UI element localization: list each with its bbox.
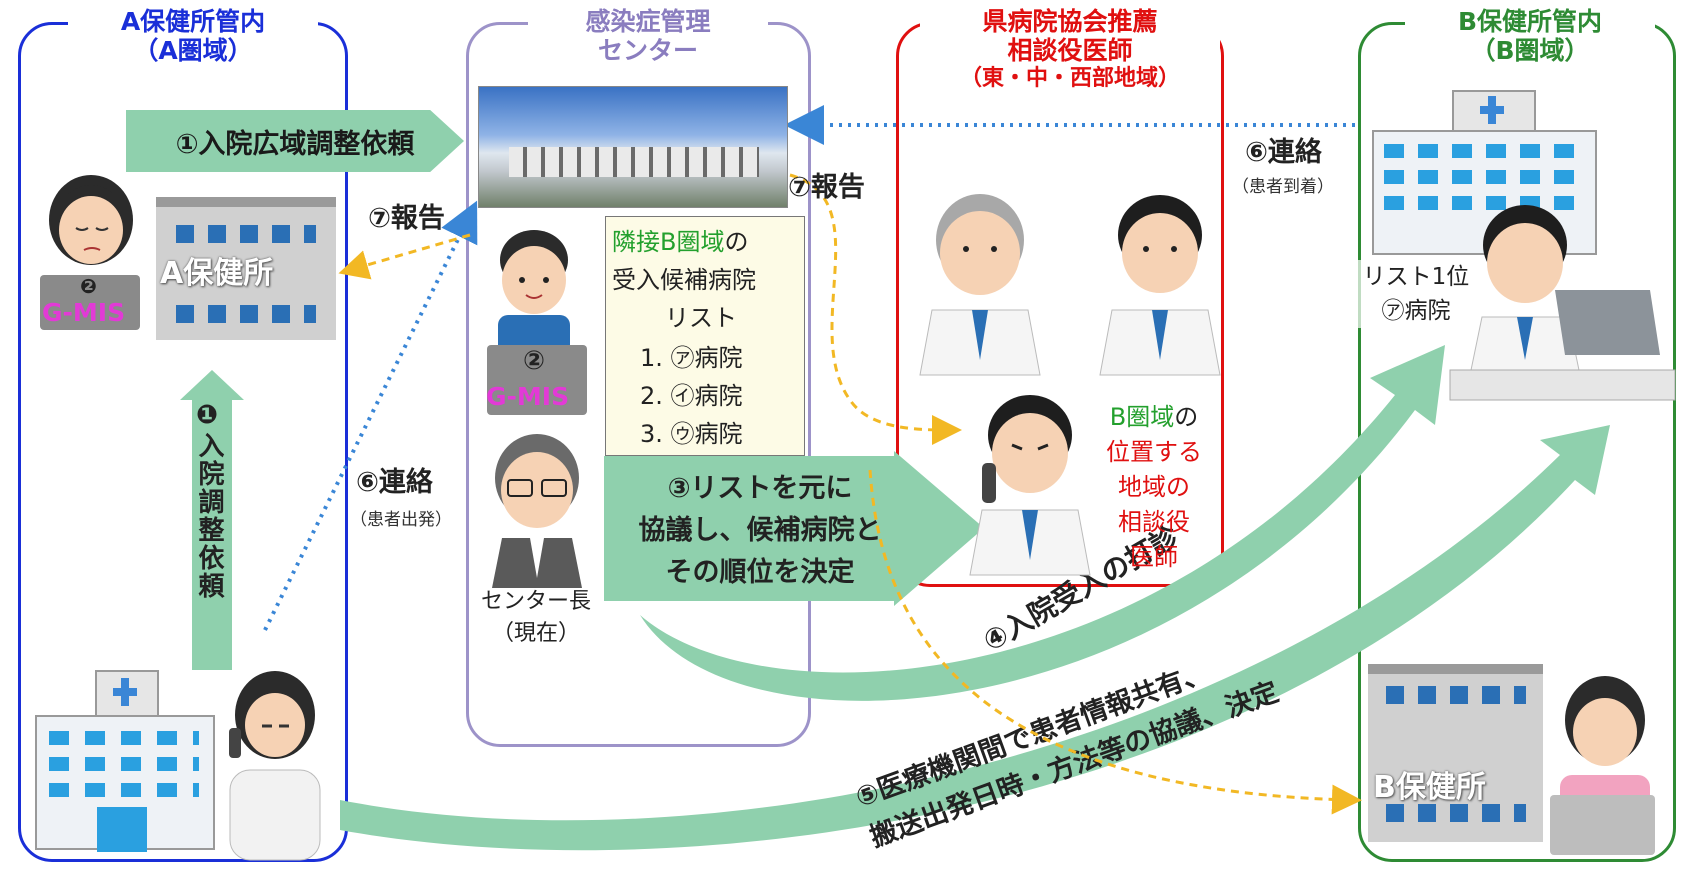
panel-hospital-assoc-doctors	[896, 22, 1224, 587]
step7-bottom-line	[868, 469, 1362, 815]
step1-label: ①入院広域調整依頼	[126, 110, 464, 172]
panel-a-title: A保健所管内（A圏域）	[68, 7, 318, 66]
step7-mid-label: ⑦報告	[788, 172, 865, 203]
a-health-center-building	[156, 197, 336, 340]
step1b-label: 入院調整依頼	[194, 432, 224, 600]
candidate-list-item: 2. ㋑病院	[640, 382, 743, 410]
gmis-laptop-center	[487, 345, 587, 415]
a-health-center-label: A保健所	[160, 256, 274, 291]
b-health-center-label: B保健所	[1373, 770, 1486, 805]
candidate-list-header: 隣接B圏域の	[612, 228, 749, 256]
a-hospital-building	[35, 670, 215, 852]
b-doctor-laptop-illustration	[1449, 205, 1676, 401]
candidate-list-line2: 受入候補病院	[612, 266, 756, 294]
gmis-laptop-a	[40, 275, 140, 330]
step1b-number: ❶	[196, 400, 219, 430]
gmis-label-center: G-MIS	[486, 382, 570, 411]
b-list-rank-label: リスト1位㋐病院	[1356, 260, 1476, 328]
a-doctor-phone-illustration	[229, 671, 321, 861]
b-health-center-building	[1368, 664, 1543, 842]
young-doctor-illustration	[1099, 195, 1221, 376]
panel-center-title: 感染症管理センター	[528, 7, 768, 66]
step7-left-label: ⑦報告	[368, 203, 445, 234]
step7-mid-line	[789, 173, 962, 445]
gmis-label-a: G-MIS	[42, 298, 126, 327]
step6-left-label: ⑥連絡	[356, 467, 433, 498]
consulting-doctor-phone-illustration	[969, 395, 1091, 576]
panel-doctors-title: 県病院協会推薦相談役医師（東・中・西部地域）	[920, 7, 1220, 91]
step1b-arrow	[180, 370, 244, 670]
step3-text: ③リストを元に協議し、候補病院とその順位を決定	[638, 473, 882, 588]
senior-doctor-illustration	[919, 194, 1041, 376]
candidate-list-item: 3. ㋒病院	[640, 420, 743, 448]
step5-arrow	[340, 425, 1610, 851]
center-staff-illustration	[498, 230, 570, 355]
step4-arrow	[640, 345, 1445, 701]
step6-left-sub: （患者出発）	[350, 510, 452, 530]
b-staff-laptop-illustration	[1550, 676, 1655, 855]
worried-staff-illustration	[49, 175, 133, 265]
step6-right-label: ⑥連絡	[1245, 137, 1322, 168]
center-director-label: センター長（現在）	[480, 589, 591, 646]
candidate-list-note	[605, 216, 805, 456]
candidate-list-line3: リスト	[665, 304, 737, 332]
panel-b-title: B保健所管内（B圏域）	[1405, 7, 1655, 66]
gmis-num-a: ❷	[80, 274, 97, 298]
candidate-list-item: 1. ㋐病院	[640, 344, 743, 372]
gmis-num-center: ②	[523, 346, 546, 376]
doctors-note: B圏域の 位置する 地域の 相談役 医師	[1106, 403, 1202, 571]
center-building-photo	[478, 86, 788, 208]
step6-right-sub: （患者到着）	[1232, 177, 1334, 197]
center-director-illustration	[492, 434, 582, 588]
step7-left-line	[338, 233, 471, 280]
